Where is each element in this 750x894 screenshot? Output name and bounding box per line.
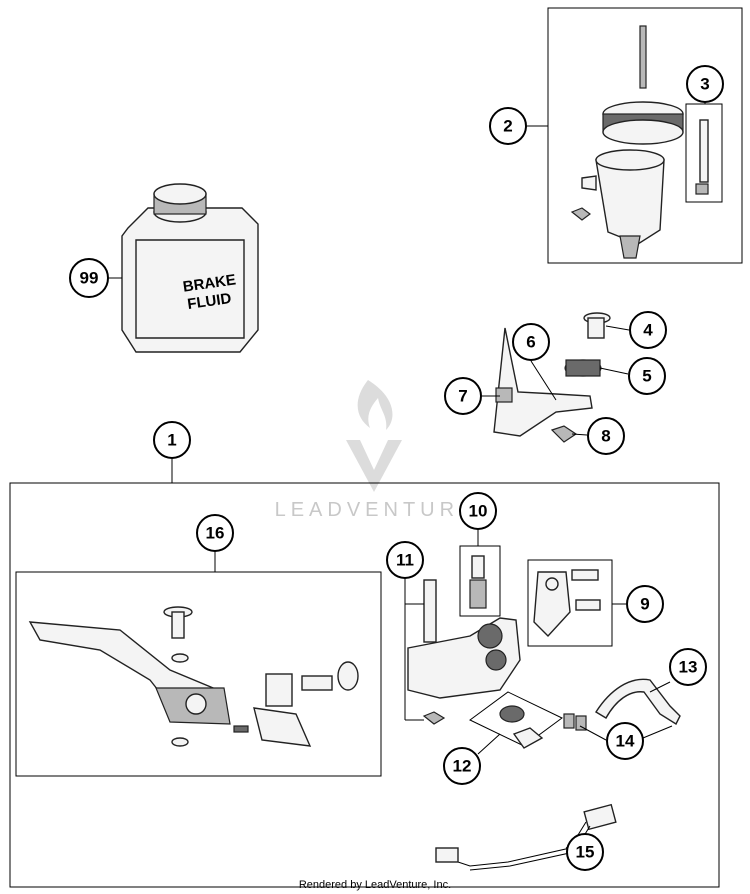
callout-16: 16	[196, 514, 234, 552]
watermark-flame-icon	[357, 380, 393, 430]
callout-7: 7	[444, 377, 482, 415]
svg-text:13: 13	[679, 658, 698, 677]
callout-99: 99	[69, 258, 109, 298]
callout-8: 8	[587, 417, 625, 455]
reservoir	[570, 25, 684, 259]
callout-14: 14	[606, 722, 644, 760]
svg-text:8: 8	[601, 427, 610, 446]
svg-text:11: 11	[396, 551, 414, 570]
leader-lines	[108, 102, 706, 849]
bracket-group	[493, 312, 611, 443]
callout-12: 12	[443, 747, 481, 785]
svg-text:14: 14	[616, 732, 635, 751]
svg-text:3: 3	[700, 75, 709, 94]
callout-15: 15	[566, 833, 604, 871]
bottle-label-line2: FLUID	[186, 290, 232, 313]
frame-clamp-9	[527, 559, 613, 647]
callout-10: 10	[459, 492, 497, 530]
clamp-9	[533, 569, 601, 638]
footer-credit: Rendered by LeadVenture, Inc.	[299, 879, 451, 891]
svg-text:9: 9	[640, 595, 649, 614]
callout-1: 1	[153, 421, 191, 459]
frame-lever-16	[15, 571, 382, 777]
lever-assembly	[28, 606, 359, 747]
svg-text:99: 99	[80, 269, 99, 288]
hose-13	[563, 678, 681, 731]
parts-12	[499, 705, 544, 749]
callout-13: 13	[669, 648, 707, 686]
frame-reservoir-2	[547, 7, 743, 264]
svg-text:15: 15	[576, 843, 595, 862]
frame-bleeder-10	[459, 545, 501, 617]
frame-assembly-1	[9, 482, 720, 888]
watermark-v-icon	[346, 440, 402, 492]
cable-15	[435, 803, 617, 871]
master-cylinder	[407, 579, 521, 725]
svg-text:16: 16	[206, 524, 225, 543]
svg-text:10: 10	[469, 502, 488, 521]
svg-text:5: 5	[642, 367, 651, 386]
callout-3: 3	[686, 65, 724, 103]
watermark-text: LEADVENTURE	[275, 499, 478, 521]
callout-2: 2	[489, 107, 527, 145]
watermark: LEADVENTURE	[275, 380, 478, 521]
callout-6: 6	[512, 323, 550, 361]
frame-parts-12	[469, 691, 563, 747]
svg-text:1: 1	[167, 431, 176, 450]
svg-text:12: 12	[453, 757, 472, 776]
screw-3	[695, 119, 709, 195]
frame-screw-3	[685, 103, 723, 203]
callout-9: 9	[626, 585, 664, 623]
svg-text:6: 6	[526, 333, 535, 352]
svg-text:7: 7	[458, 387, 467, 406]
svg-text:2: 2	[503, 117, 512, 136]
svg-text:4: 4	[643, 321, 653, 340]
bleeder-10	[469, 555, 487, 609]
callout-5: 5	[628, 357, 666, 395]
brake-fluid-bottle: BRAKE FLUID	[121, 183, 259, 353]
callout-4: 4	[629, 311, 667, 349]
callout-11: 11	[386, 541, 424, 579]
